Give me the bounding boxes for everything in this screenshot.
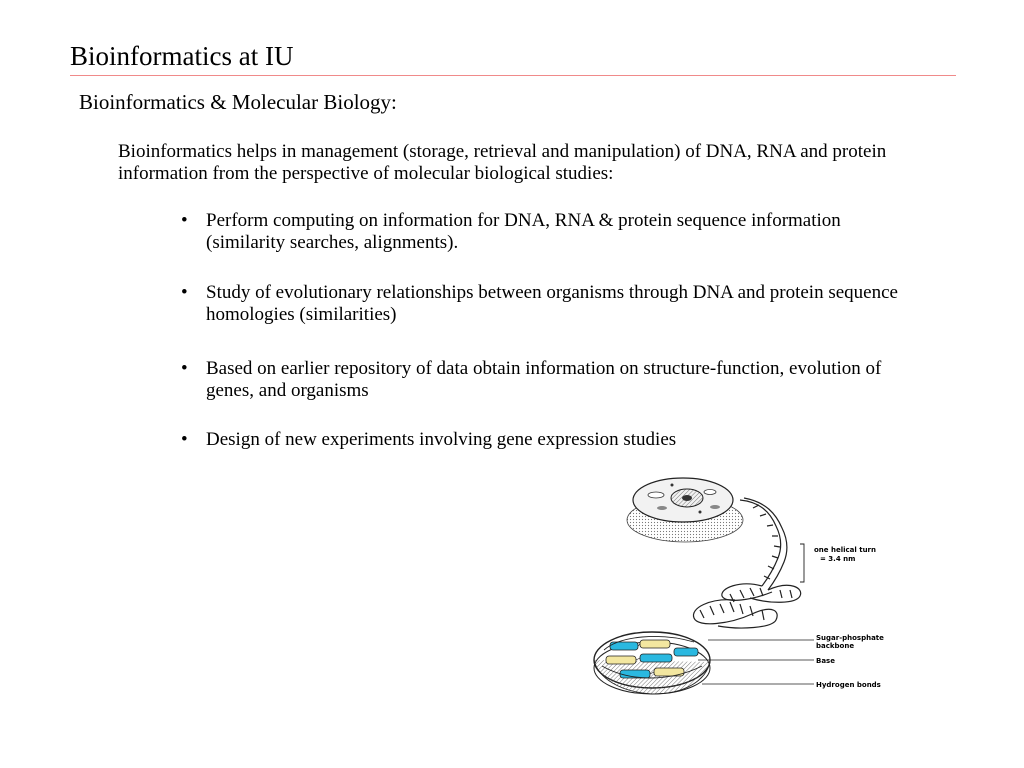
bullet-text: Based on earlier repository of data obta… — [206, 358, 882, 401]
dna-diagram: one helical turn = 3.4 nm Sugar-phosphat… — [593, 477, 884, 695]
label-helical-turn-value: = 3.4 nm — [820, 555, 855, 563]
label-backbone: Sugar-phosphate — [816, 634, 884, 642]
bullet-text: Design of new experiments involving gene… — [206, 429, 677, 450]
list-item: • Based on earlier repository of data ob… — [181, 358, 921, 402]
bullet-text: Perform computing on information for DNA… — [206, 210, 841, 253]
intro-paragraph: Bioinformatics helps in management (stor… — [118, 141, 887, 184]
label-helical-turn: one helical turn — [814, 546, 876, 554]
dna-cell-illustration: one helical turn = 3.4 nm Sugar-phosphat… — [590, 470, 900, 700]
bullet-icon: • — [181, 210, 188, 231]
dna-helix — [692, 497, 802, 629]
label-base: Base — [816, 657, 835, 665]
bullet-text: Study of evolutionary relationships betw… — [206, 282, 898, 325]
label-leader-lines — [698, 639, 814, 685]
list-item: • Perform computing on information for D… — [181, 210, 921, 254]
dna-cross-section — [593, 631, 711, 695]
helical-turn-bracket — [800, 543, 805, 583]
bullet-icon: • — [181, 429, 188, 450]
bullet-icon: • — [181, 282, 188, 303]
title-divider — [70, 75, 956, 76]
cell-icon — [626, 477, 744, 543]
slide-title: Bioinformatics at IU — [70, 41, 294, 71]
list-item: • Study of evolutionary relationships be… — [181, 282, 921, 326]
bullet-icon: • — [181, 358, 188, 379]
label-backbone-2: backbone — [816, 642, 854, 650]
list-item: • Design of new experiments involving ge… — [181, 429, 921, 451]
section-heading: Bioinformatics & Molecular Biology: — [79, 90, 397, 114]
label-hydrogen-bonds: Hydrogen bonds — [816, 681, 881, 689]
